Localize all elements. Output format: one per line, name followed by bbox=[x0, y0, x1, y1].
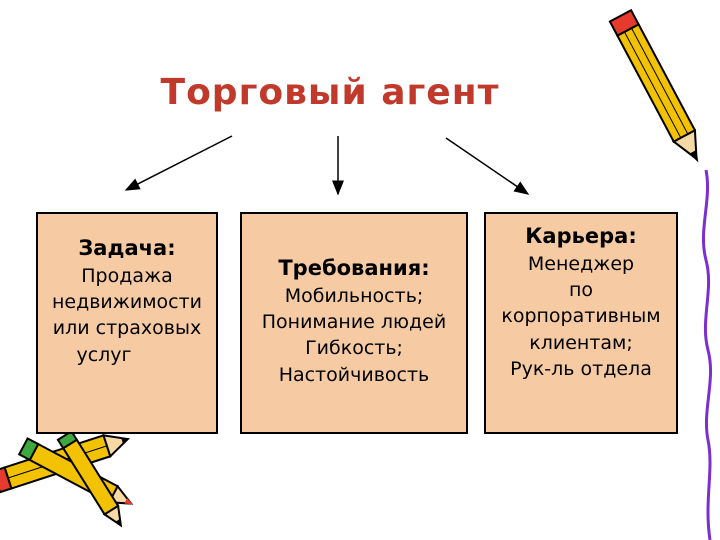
requirements-line: Мобильность; bbox=[284, 284, 424, 307]
requirements-line: Гибкость; bbox=[305, 337, 403, 360]
task-line: недвижимости bbox=[51, 291, 203, 314]
requirements-box: Требования: Мобильность; Понимание людей… bbox=[240, 212, 468, 434]
pencil-icon bbox=[608, 8, 699, 163]
task-line: или страховых bbox=[52, 317, 202, 340]
pencil-icon bbox=[56, 429, 123, 528]
task-line: услуг bbox=[76, 343, 132, 366]
requirements-line: Понимание людей bbox=[261, 311, 447, 334]
task-box: Задача: Продажа недвижимости или страхов… bbox=[36, 212, 218, 434]
career-heading: Карьера: bbox=[525, 224, 637, 248]
requirements-line: Настойчивость bbox=[278, 363, 430, 386]
pencil-icon bbox=[0, 434, 130, 494]
career-line: Рук-ль отдела bbox=[510, 357, 652, 380]
task-line: Продажа bbox=[81, 264, 173, 287]
arrow-to-task bbox=[124, 135, 233, 191]
wavy-decor-line bbox=[702, 169, 712, 540]
pencil-icon bbox=[17, 437, 134, 505]
task-heading: Задача: bbox=[78, 236, 176, 260]
career-line: по bbox=[568, 279, 594, 302]
arrow-to-career bbox=[445, 137, 530, 195]
career-line: клиентам; bbox=[529, 331, 633, 354]
career-box: Карьера: Менеджер по корпоративным клиен… bbox=[484, 212, 678, 434]
career-line: Менеджер bbox=[527, 252, 635, 275]
diagram-title: Торговый агент bbox=[160, 72, 500, 113]
career-line: корпоративным bbox=[501, 305, 661, 328]
requirements-heading: Требования: bbox=[278, 256, 430, 280]
